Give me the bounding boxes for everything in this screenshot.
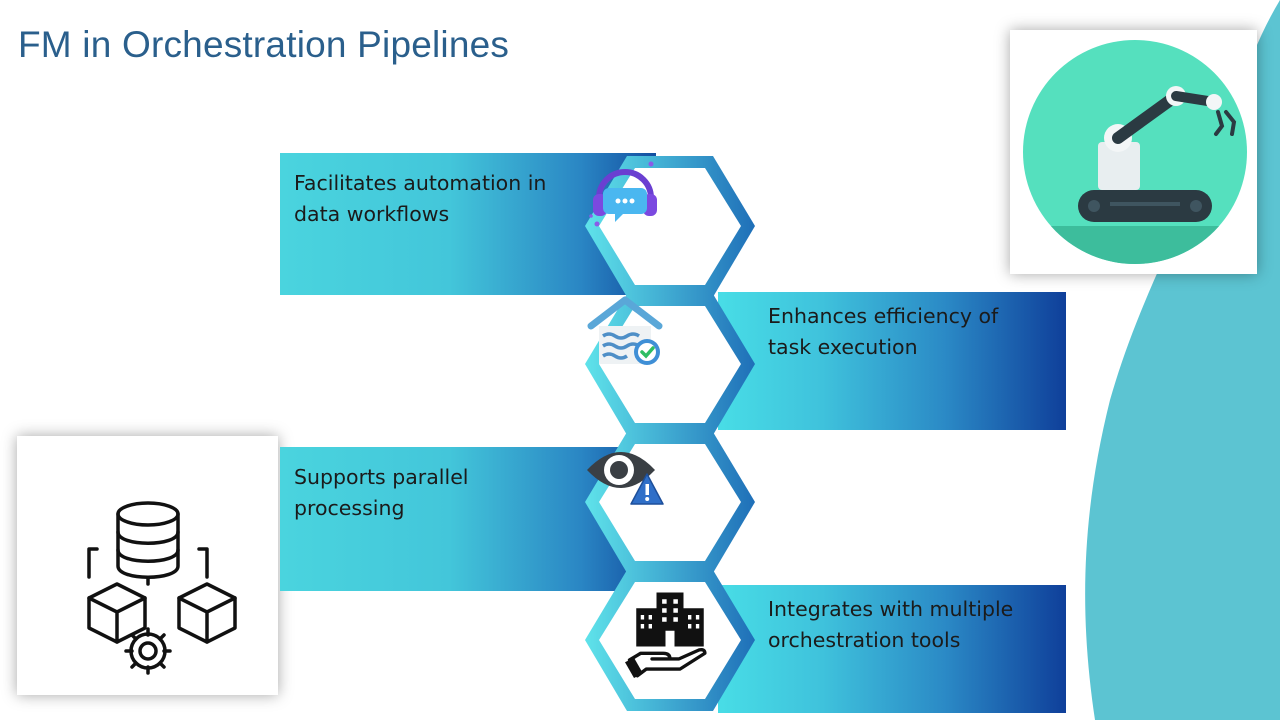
database-network-image-card	[17, 436, 278, 695]
item-band-efficiency: Enhances efficiency of task execution	[718, 292, 1066, 430]
item-band-integration: Integrates with multiple orchestration t…	[718, 585, 1066, 713]
robot-arm-image-card	[1010, 30, 1257, 274]
item-label-integration: Integrates with multiple orchestration t…	[768, 597, 1014, 652]
building-hand-icon	[625, 592, 707, 678]
robotic-arm-icon	[1023, 40, 1247, 264]
hexagon-efficiency	[585, 292, 755, 437]
hexagon-integration	[585, 568, 755, 713]
database-network-icon	[87, 501, 237, 675]
item-label-parallel: Supports parallel processing	[294, 465, 469, 520]
slide-title: FM in Orchestration Pipelines	[18, 24, 510, 65]
item-label-automation: Facilitates automation in data workflows	[294, 171, 547, 226]
item-label-efficiency: Enhances efficiency of task execution	[768, 304, 999, 359]
customer-support-headset-icon	[589, 161, 657, 227]
eye-warning-icon	[587, 452, 664, 505]
warehouse-check-icon	[587, 296, 663, 365]
hexagon-parallel	[585, 430, 755, 575]
hexagon-automation	[585, 154, 755, 299]
